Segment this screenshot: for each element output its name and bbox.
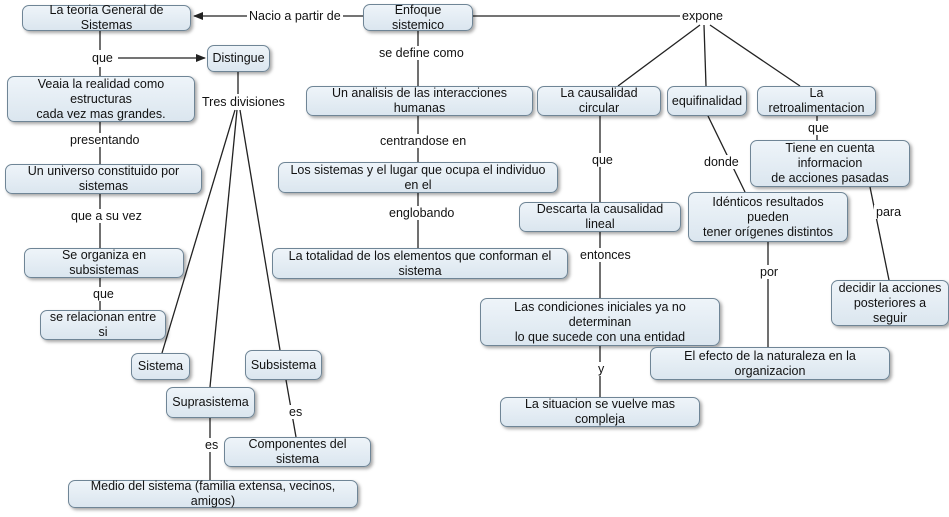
node-organiza[interactable]: Se organiza en subsistemas xyxy=(24,248,184,278)
link-que-organiza: que xyxy=(91,287,116,301)
link-entonces: entonces xyxy=(578,248,633,262)
node-totalidad[interactable]: La totalidad de los elementos que confor… xyxy=(272,248,568,279)
link-que-causalidad: que xyxy=(590,153,615,167)
link-expone: expone xyxy=(680,9,726,23)
node-universo[interactable]: Un universo constituido por sistemas xyxy=(5,164,202,194)
node-tiene-cuenta[interactable]: Tiene en cuenta informacion de acciones … xyxy=(750,140,910,187)
node-medio[interactable]: Medio del sistema (familia extensa, veci… xyxy=(68,479,358,508)
node-teoria-general[interactable]: La teoria General de Sistemas xyxy=(22,3,191,32)
node-componentes[interactable]: Componentes del sistema xyxy=(224,437,371,467)
node-lugar[interactable]: Los sistemas y el lugar que ocupa el ind… xyxy=(278,162,558,193)
connector-expone-equifinalidad xyxy=(703,24,707,87)
link-presentando: presentando xyxy=(68,133,142,147)
connector-tres-suprasistema xyxy=(209,109,238,388)
node-situacion[interactable]: La situacion se vuelve mas compleja xyxy=(500,397,700,427)
node-efecto[interactable]: El efecto de la naturaleza en la organiz… xyxy=(650,347,890,380)
node-relacionan[interactable]: se relacionan entre si xyxy=(40,310,166,340)
link-se-define: se define como xyxy=(377,46,466,60)
connector-tres-sistema xyxy=(161,109,236,354)
node-equifinalidad[interactable]: equifinalidad xyxy=(667,86,747,116)
node-suprasistema[interactable]: Suprasistema xyxy=(166,387,255,418)
link-centrandose: centrandose en xyxy=(378,134,469,148)
node-retroalimentacion[interactable]: La retroalimentacion xyxy=(757,86,876,116)
node-veaia-realidad[interactable]: Veaia la realidad como estructuras cada … xyxy=(7,76,195,122)
link-para: para xyxy=(874,205,904,219)
link-es-sub: es xyxy=(287,405,305,419)
node-causalidad-circular[interactable]: La causalidad circular xyxy=(537,86,661,116)
link-y: y xyxy=(596,362,607,376)
link-tres-divisiones: Tres divisiones xyxy=(200,95,287,109)
node-identicos[interactable]: Idénticos resultados pueden tener orígen… xyxy=(688,192,848,242)
link-que-a-su-vez: que a su vez xyxy=(69,209,144,223)
node-analisis[interactable]: Un analisis de las interacciones humanas xyxy=(306,86,533,116)
node-subsistema[interactable]: Subsistema xyxy=(245,350,322,380)
link-por: por xyxy=(758,265,781,279)
link-nacio: Nacio a partir de xyxy=(247,9,343,23)
node-condiciones[interactable]: Las condiciones iniciales ya no determin… xyxy=(480,298,720,346)
node-decidir[interactable]: decidir la acciones posteriores a seguir xyxy=(831,280,949,326)
node-distingue[interactable]: Distingue xyxy=(207,45,270,72)
node-sistema[interactable]: Sistema xyxy=(131,353,190,380)
connector-tiene-decidir xyxy=(869,186,890,281)
link-que-teoria: que xyxy=(90,51,115,65)
link-que-retro: que xyxy=(806,121,831,135)
connector-tres-subsistema xyxy=(239,109,281,351)
connector-expone-causalidad xyxy=(617,24,701,87)
link-es-supra: es xyxy=(203,438,221,452)
connector-expone-retro xyxy=(709,24,801,87)
link-donde: donde xyxy=(702,155,741,169)
link-englobando: englobando xyxy=(387,206,457,220)
node-descarta[interactable]: Descarta la causalidad lineal xyxy=(519,202,681,232)
connector-equi-identicos xyxy=(707,115,746,193)
node-enfoque-sistemico[interactable]: Enfoque sistemico xyxy=(363,3,473,32)
